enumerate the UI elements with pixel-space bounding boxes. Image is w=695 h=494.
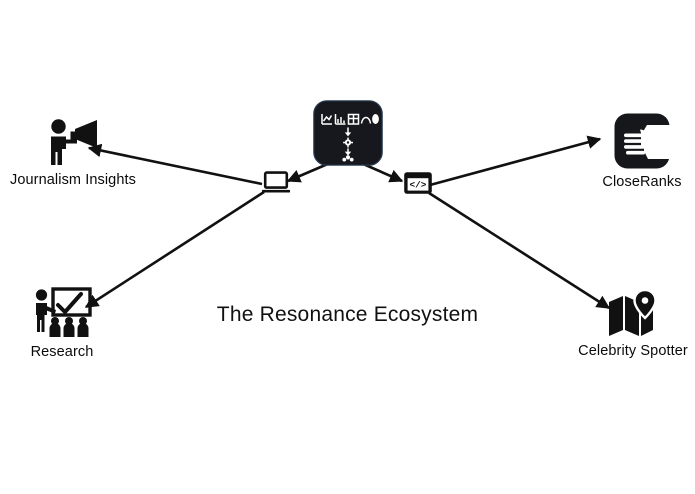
- presentation-audience-icon: [31, 287, 93, 339]
- code-window-icon: </>: [404, 172, 432, 194]
- node-celebrity-spotter[interactable]: Celebrity Spotter: [572, 288, 694, 359]
- edge-code-to-closeranks: [429, 135, 602, 187]
- hub-code[interactable]: </>: [404, 172, 432, 199]
- node-core[interactable]: [313, 100, 383, 171]
- node-closeranks-label: CloseRanks: [602, 174, 682, 190]
- handshake-app-icon: [614, 113, 670, 169]
- diagram-title: The Resonance Ecosystem: [216, 303, 479, 326]
- analytics-pipeline-icon: [313, 100, 383, 166]
- node-journalism-insights-label: Journalism Insights: [9, 172, 136, 188]
- node-research-label: Research: [30, 344, 94, 360]
- hub-laptop[interactable]: [261, 171, 291, 199]
- node-celebrity-spotter-label: Celebrity Spotter: [578, 343, 688, 359]
- node-closeranks[interactable]: CloseRanks: [592, 113, 692, 190]
- node-research[interactable]: Research: [12, 287, 112, 360]
- laptop-icon: [261, 171, 291, 194]
- svg-text:</>: </>: [410, 180, 427, 191]
- node-journalism-insights[interactable]: Journalism Insights: [8, 117, 138, 188]
- map-pin-icon: [607, 288, 659, 338]
- edge-laptop-to-research: [84, 190, 265, 309]
- person-with-megaphone-icon: [45, 117, 101, 167]
